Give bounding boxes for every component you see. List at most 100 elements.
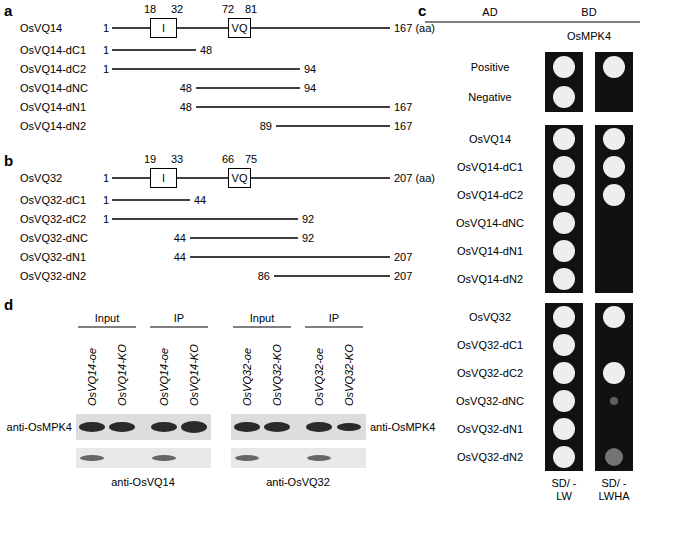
label-anchor: 72 [222,3,234,16]
label-anchor: 75 [245,153,257,166]
label-anchor: 1 [103,213,109,226]
residue-number: 75 [245,153,257,166]
lane-group-header: Input [250,312,274,325]
plate-panel [545,303,583,471]
label-anchor: OsVQ32-dN1 [457,423,523,436]
label-anchor: 48 [200,44,212,57]
blot-strip [76,448,211,468]
construct-line [112,49,196,51]
row-label: Positive [471,61,510,74]
blot-band [337,423,361,431]
label-anchor: BD [581,6,596,19]
yeast-spot [603,156,625,178]
label-anchor: OsVQ32-dNC [20,232,88,245]
label-anchor: OsVQ32-KO [349,406,411,419]
domain-name: VQ [232,172,248,185]
residue-number: 19 [144,153,156,166]
construct-line [196,106,390,108]
residue-number: 72 [222,3,234,16]
blot-strip [231,414,366,440]
label-anchor: d [4,296,13,313]
domain-box: VQ [228,18,252,38]
residue-number: 44 [174,232,186,245]
row-label: OsVQ14-dN1 [457,245,523,258]
label-anchor: 44 [174,232,186,245]
label-anchor: OsMPK4 [567,30,611,43]
lane-label: OsVQ14-KO [188,344,201,406]
domain-name: I [162,22,165,35]
blot-band [264,422,290,432]
blot-band [109,422,135,432]
label-anchor: anti-OsVQ14 [111,476,175,489]
label-anchor: 167 (aa) [394,22,435,35]
blot-band [235,455,259,461]
residue-number: 48 [180,101,192,114]
lane-group-header: Input [95,312,119,325]
label-anchor: 66 [222,153,234,166]
label-anchor: OsVQ14 [20,22,62,35]
protein-name: OsVQ32 [20,172,62,185]
construct-name: OsVQ14-dC1 [20,44,86,57]
lane-label: OsVQ32-oe [313,348,326,406]
label-anchor: Input [95,312,119,325]
yeast-spot [553,362,575,384]
residue-number: 207 [394,251,412,264]
label-anchor: OsVQ32-oe [247,406,305,419]
western-blot [76,414,366,468]
label-anchor: OsVQ32-dC2 [20,213,86,226]
residue-number: 48 [180,82,192,95]
yeast-spot [603,56,625,78]
header-rule [150,327,208,328]
antibody-label: anti-OsMPK4 [7,421,72,434]
label-anchor: OsVQ32-dN2 [20,270,86,283]
label-anchor: OsVQ14-dC1 [20,44,86,57]
label-anchor: 207 [394,270,412,283]
label-anchor: a [4,2,12,19]
label-anchor: 32 [171,3,183,16]
construct-line [112,199,190,201]
label-anchor: 33 [171,153,183,166]
yeast-spot [553,128,575,150]
antibody-label: anti-OsVQ14 [111,476,175,489]
label-anchor: OsVQ14-dNC [456,217,524,230]
construct-name: OsVQ32-dC1 [20,194,86,207]
construct-name: OsVQ32-dNC [20,232,88,245]
label-anchor: OsVQ32-dNC [456,395,524,408]
label-anchor: SD/ -LWHA [594,477,634,503]
label-anchor: b [4,152,13,169]
yeast-spot [553,446,575,468]
plate-panel [595,125,633,293]
plate-panel [545,125,583,293]
protein-lines [112,28,390,276]
construct-line [276,125,390,127]
label-anchor: IP [174,312,184,325]
row-label: OsVQ32-dC1 [457,339,523,352]
residue-number: 94 [304,63,316,76]
yeast-spot [553,306,575,328]
lane-label: OsVQ14-oe [158,348,171,406]
label-anchor: OsVQ32-oe [319,406,377,419]
antibody-label: anti-OsMPK4 [370,421,435,434]
construct-name: OsVQ14-dC2 [20,63,86,76]
yeast-spots [553,56,625,468]
row-label: OsVQ32-dC2 [457,367,523,380]
construct-name: OsVQ32-dN2 [20,270,86,283]
residue-number: 18 [144,3,156,16]
label-anchor: 1 [103,63,109,76]
label-anchor: OsVQ32 [20,172,62,185]
label-anchor: 44 [194,194,206,207]
label-anchor: OsVQ14-dN1 [20,101,86,114]
label-anchor: 207 (aa) [394,172,435,185]
residue-number: 92 [302,213,314,226]
label-anchor: OsVQ14-dNC [20,82,88,95]
blot-band [152,455,176,461]
blot-band [234,422,260,432]
label-anchor: 89 [260,120,272,133]
row-label: OsVQ14-dNC [456,217,524,230]
row-label: OsVQ14 [469,133,511,146]
label-anchor: OsVQ32-KO [277,406,339,419]
residue-number: 1 [103,44,109,57]
column-header: AD [482,6,497,19]
label-anchor: 44 [174,251,186,264]
label-anchor: OsVQ32-dC1 [20,194,86,207]
